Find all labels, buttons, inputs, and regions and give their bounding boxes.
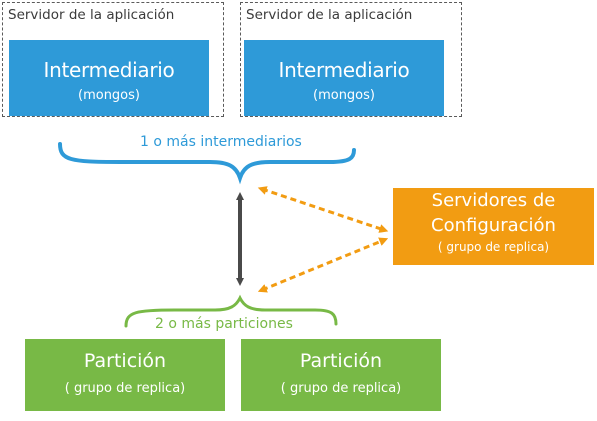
config-shard-connector	[257, 237, 389, 293]
shard-subtitle: ( grupo de replica)	[64, 381, 186, 396]
shard-title: Partición	[83, 350, 167, 372]
router-subtitle: (mongos)	[78, 88, 140, 103]
routers-brace	[58, 142, 356, 185]
config-subtitle: ( grupo de replica)	[437, 240, 550, 254]
router-box-1: Intermediario (mongos)	[9, 40, 209, 116]
routers-brace-label: 1 o más intermediarios	[140, 134, 302, 150]
router-subtitle: (mongos)	[313, 88, 375, 103]
router-title: Intermediario	[278, 58, 410, 82]
config-title-line1: Servidores de	[431, 190, 556, 211]
shards-brace	[124, 294, 338, 328]
app-server-2: Servidor de la aplicación	[240, 2, 462, 117]
config-title-line2: Configuración	[431, 215, 556, 236]
shard-subtitle: ( grupo de replica)	[280, 381, 402, 396]
shard-box-2: Partición ( grupo de replica)	[241, 339, 441, 411]
shard-title: Partición	[299, 350, 383, 372]
app-server-caption: Servidor de la aplicación	[246, 7, 413, 23]
app-server-1: Servidor de la aplicación	[2, 2, 224, 117]
shards-brace-label: 2 o más particiones	[155, 316, 293, 332]
shard-box-1: Partición ( grupo de replica)	[25, 339, 225, 411]
app-server-caption: Servidor de la aplicación	[8, 7, 175, 23]
router-box-2: Intermediario (mongos)	[244, 40, 444, 116]
config-servers-box: Servidores de Configuración ( grupo de r…	[393, 188, 594, 265]
config-router-connector	[257, 186, 389, 233]
router-title: Intermediario	[43, 58, 175, 82]
